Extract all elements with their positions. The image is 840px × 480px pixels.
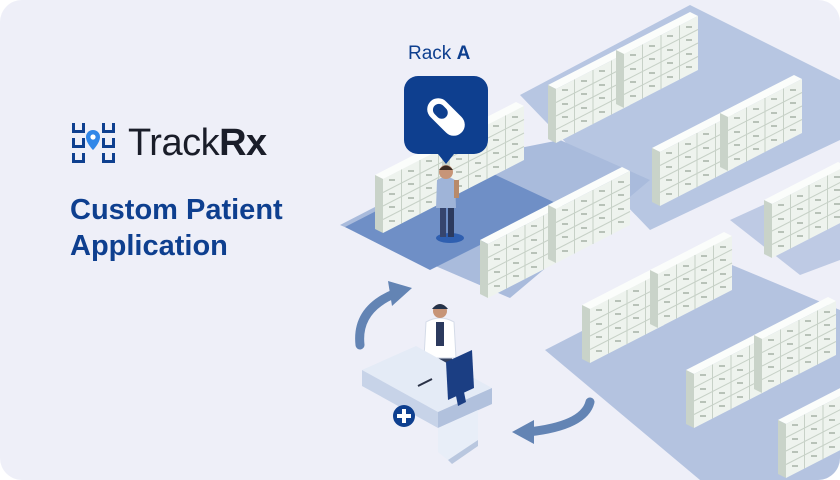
brand-name: TrackRx [128, 122, 267, 165]
doctor-figure [423, 304, 457, 368]
pill-capsule-icon [404, 76, 488, 164]
flow-arrow-up [355, 281, 412, 350]
shelf-map-pin-icon [72, 123, 115, 163]
brand: TrackRx [70, 120, 267, 166]
rack-label-word: Rack [408, 43, 452, 64]
pharmacist-figure [436, 165, 464, 243]
reception-desk [362, 304, 492, 464]
rack-label: Rack A [408, 43, 470, 65]
subtitle-line-1: Custom Patient [70, 194, 283, 226]
rack-label-letter: A [456, 43, 471, 64]
brand-name-prefix: Track [128, 121, 220, 164]
page-subtitle: Custom Patient Application [70, 192, 283, 264]
brand-name-suffix: Rx [219, 121, 267, 164]
subtitle-line-2: Application [70, 230, 228, 262]
flow-arrow-down [512, 397, 595, 444]
